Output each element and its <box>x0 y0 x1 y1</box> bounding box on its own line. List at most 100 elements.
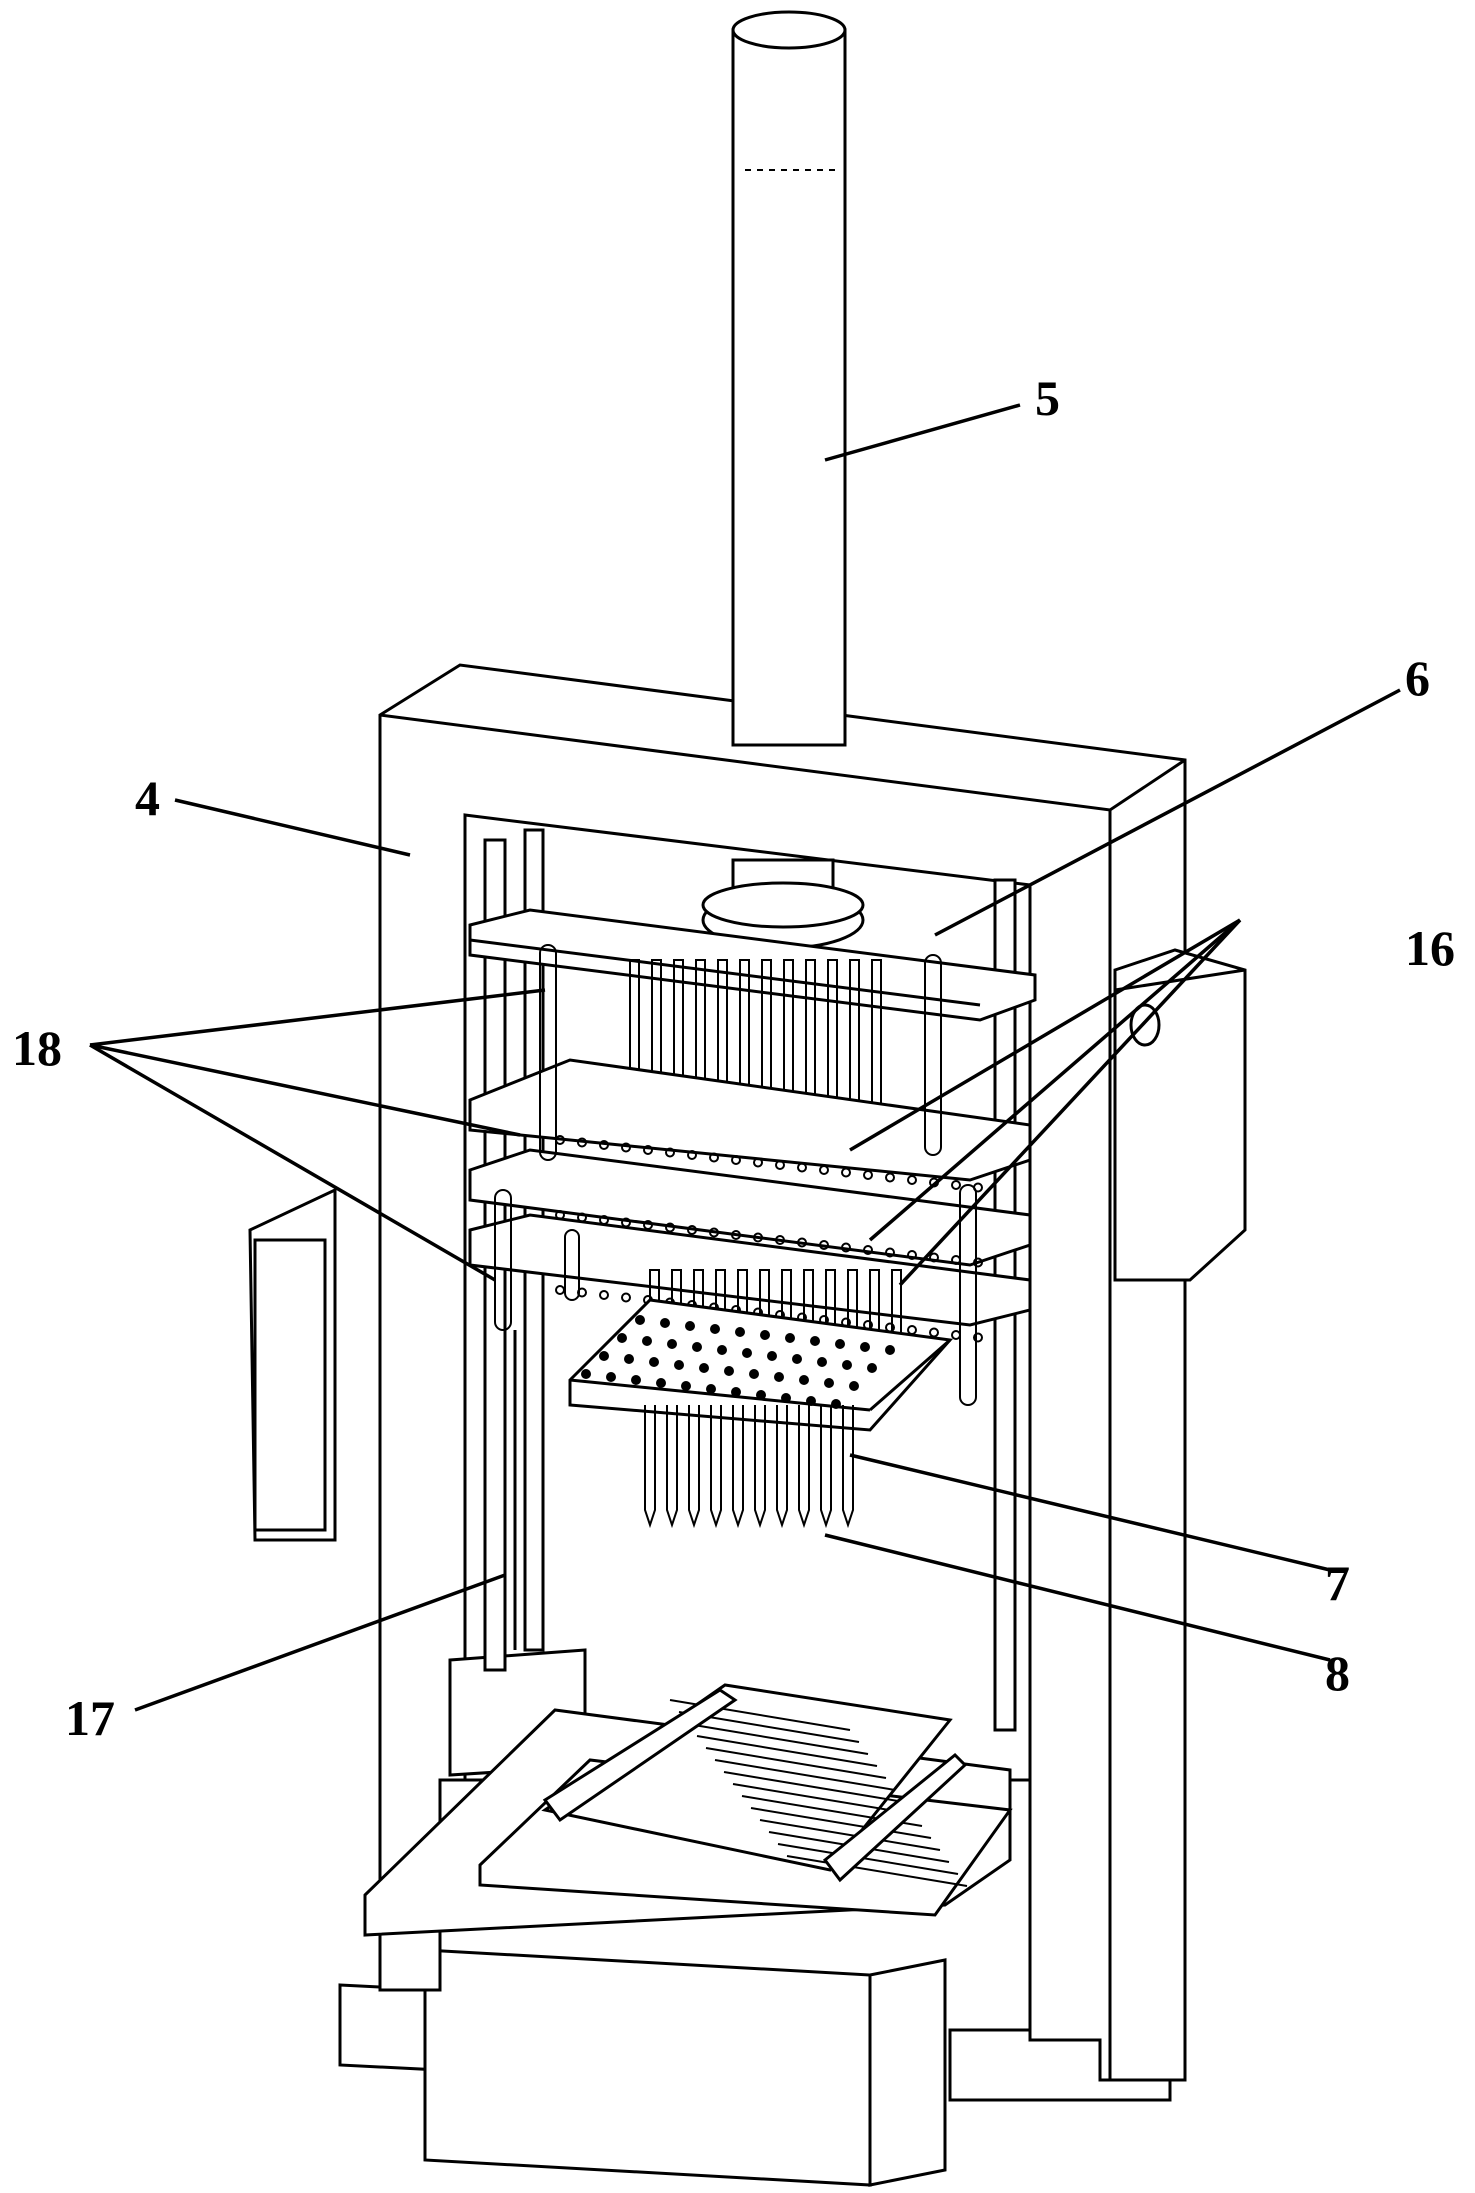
label-16: 16 <box>1405 920 1455 976</box>
tray-bar <box>732 1783 914 1815</box>
hole <box>685 1321 695 1331</box>
label-7: 7 <box>1325 1555 1350 1611</box>
hole <box>581 1369 591 1379</box>
hole <box>753 1232 763 1243</box>
hole <box>863 1245 873 1255</box>
label-4: 4 <box>135 770 160 826</box>
hole <box>753 1157 763 1168</box>
hole <box>824 1378 834 1388</box>
hole <box>767 1351 777 1361</box>
hole <box>681 1381 691 1391</box>
needle-7 <box>820 1405 832 1529</box>
hole <box>860 1342 870 1352</box>
hole <box>665 1222 675 1233</box>
tray-bar <box>714 1759 896 1791</box>
hole <box>731 1155 741 1165</box>
hole <box>621 1217 631 1228</box>
hole <box>555 1210 565 1220</box>
tray-bar <box>696 1735 878 1767</box>
hole <box>863 1170 873 1180</box>
leader-lines <box>89 403 1401 1712</box>
hole <box>709 1152 719 1163</box>
hole <box>731 1230 741 1240</box>
hole <box>731 1387 741 1397</box>
label-5: 5 <box>1035 370 1060 426</box>
hole <box>819 1240 829 1250</box>
hole <box>775 1235 785 1245</box>
needles-7 <box>644 1405 854 1529</box>
hole <box>885 1345 895 1355</box>
hole <box>951 1180 961 1190</box>
hole <box>706 1384 716 1394</box>
hole <box>810 1336 820 1346</box>
hole <box>577 1137 587 1148</box>
hole <box>674 1360 684 1370</box>
hole <box>831 1399 841 1409</box>
needle-7 <box>776 1405 788 1529</box>
label-18: 18 <box>12 1020 62 1076</box>
hole <box>631 1375 641 1385</box>
needle-7 <box>644 1405 656 1529</box>
needle-7 <box>710 1405 722 1529</box>
tray-bar <box>687 1723 869 1755</box>
hole <box>724 1366 734 1376</box>
hole <box>774 1372 784 1382</box>
hole <box>785 1333 795 1343</box>
needle-7 <box>666 1405 678 1529</box>
hole <box>817 1357 827 1367</box>
hole <box>842 1360 852 1370</box>
hole <box>635 1315 645 1325</box>
hole <box>649 1357 659 1367</box>
hole <box>867 1363 877 1373</box>
tray-bar <box>777 1843 959 1875</box>
needle-7 <box>732 1405 744 1529</box>
label-6: 6 <box>1405 650 1430 706</box>
hole <box>841 1242 851 1253</box>
label-8: 8 <box>1325 1645 1350 1701</box>
hole <box>643 1145 653 1155</box>
cylinder-5 <box>701 10 865 950</box>
hole <box>775 1160 785 1170</box>
hole <box>577 1212 587 1223</box>
hole <box>781 1393 791 1403</box>
hole <box>907 1250 917 1260</box>
hole <box>799 1375 809 1385</box>
hole <box>797 1162 807 1173</box>
hole <box>835 1339 845 1349</box>
hole <box>806 1396 816 1406</box>
hole <box>792 1354 802 1364</box>
hole <box>599 1215 609 1225</box>
hole <box>907 1175 917 1185</box>
needle-7 <box>842 1405 854 1529</box>
guide-plates-16 <box>468 1058 1032 1343</box>
hole <box>599 1290 609 1300</box>
hole <box>687 1150 697 1160</box>
hole <box>885 1172 895 1183</box>
hole <box>749 1369 759 1379</box>
hole <box>642 1336 652 1346</box>
hole <box>710 1324 720 1334</box>
hole <box>849 1381 859 1391</box>
hole <box>735 1327 745 1337</box>
hole <box>599 1140 609 1150</box>
needle-7 <box>754 1405 766 1529</box>
needle-7 <box>688 1405 700 1529</box>
hole <box>621 1142 631 1153</box>
hole <box>667 1339 677 1349</box>
needle-7 <box>798 1405 810 1529</box>
hole <box>624 1354 634 1364</box>
hole <box>841 1167 851 1178</box>
hole <box>699 1363 709 1373</box>
tray-bar <box>705 1747 887 1779</box>
springs-18 <box>494 944 977 1406</box>
hole <box>599 1351 609 1361</box>
hole <box>687 1225 697 1235</box>
hole <box>709 1227 719 1238</box>
tray-bar <box>759 1819 941 1851</box>
hole <box>819 1165 829 1175</box>
tray-bar <box>750 1807 932 1839</box>
lower-plate <box>568 1298 953 1432</box>
hole <box>756 1390 766 1400</box>
hole <box>797 1237 807 1248</box>
